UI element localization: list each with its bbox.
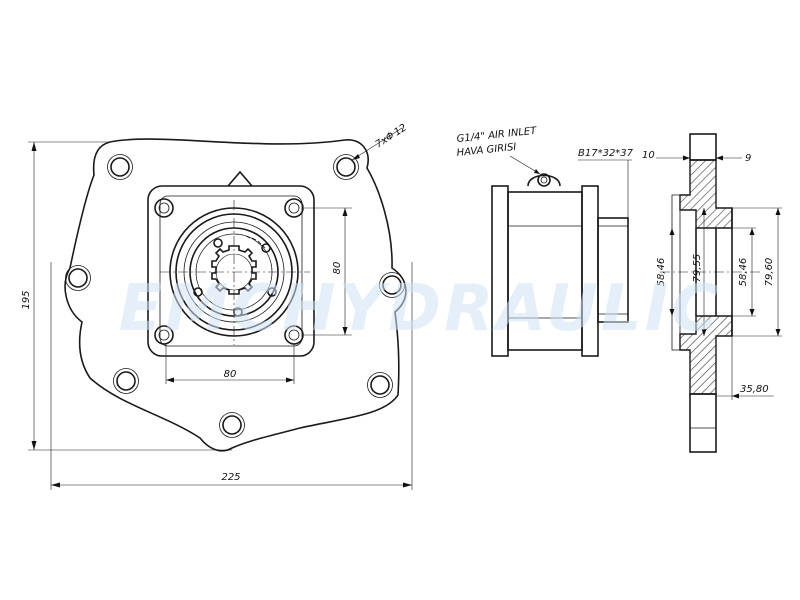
bolt-hole bbox=[107, 154, 133, 180]
dim-10: 10 bbox=[642, 150, 690, 161]
watermark-text: EMCHYDRAULIC bbox=[119, 272, 722, 346]
dim-square-vertical-label: 80 bbox=[332, 262, 343, 275]
dim-hole-leader: 7xΦ12 bbox=[351, 122, 409, 161]
housing-nose bbox=[227, 170, 253, 187]
dim-58-46-left-label: 58,46 bbox=[656, 258, 667, 287]
spline-label: B17*32*37 bbox=[578, 148, 634, 159]
dim-58-46-right-label: 58,46 bbox=[738, 258, 749, 287]
dim-79-60-label: 79,60 bbox=[764, 258, 775, 287]
section-flange-top bbox=[689, 133, 717, 161]
bolt-hole bbox=[333, 154, 359, 180]
dim-hole-size: 12 bbox=[392, 122, 409, 138]
dim-10-label: 10 bbox=[642, 150, 655, 161]
front-view: 225 195 80 80 bbox=[21, 122, 413, 490]
dim-79-60: 79,60 bbox=[732, 207, 782, 337]
dim-9: 9 bbox=[716, 153, 751, 164]
dim-9-label: 9 bbox=[745, 153, 751, 164]
bolt-hole bbox=[219, 412, 245, 438]
square-housing-inner bbox=[159, 195, 303, 347]
dim-35-80: 35,80 bbox=[716, 336, 774, 400]
bolt-hole bbox=[379, 272, 405, 298]
corner-hole bbox=[154, 325, 174, 345]
dim-79-55-label: 79,55 bbox=[692, 254, 703, 283]
dim-58-46-right: 58,46 bbox=[732, 227, 756, 317]
air-inlet-fitting bbox=[527, 173, 561, 187]
dim-height: 195 bbox=[21, 141, 232, 451]
corner-hole bbox=[284, 198, 304, 218]
square-housing-outer bbox=[147, 185, 315, 357]
side-shaft bbox=[597, 217, 629, 323]
flange-outline bbox=[64, 138, 407, 452]
dim-width: 225 bbox=[50, 262, 413, 490]
dim-58-46-left: 58,46 bbox=[656, 228, 675, 316]
bolt-hole bbox=[65, 265, 91, 291]
section-flange-bottom bbox=[689, 393, 717, 453]
dim-hole-label: 7xΦ12 bbox=[374, 122, 409, 150]
bolt-hole bbox=[367, 372, 393, 398]
dim-height-label: 195 bbox=[21, 290, 32, 309]
dim-square-horizontal-label: 80 bbox=[224, 369, 237, 380]
dim-79-55: 79,55 bbox=[692, 208, 707, 336]
corner-hole bbox=[154, 198, 174, 218]
dim-35-80-label: 35,80 bbox=[740, 384, 769, 395]
dim-square-horizontal: 80 bbox=[165, 344, 295, 384]
section-upper-hatch bbox=[679, 159, 733, 229]
air-inlet-label: G1/4" AIR INLET bbox=[456, 126, 538, 145]
section-view: 10 9 58,46 79,55 58,46 bbox=[642, 133, 782, 453]
dim-width-label: 225 bbox=[221, 472, 240, 483]
flange-bolt-holes bbox=[65, 154, 405, 438]
dim-square-vertical: 80 bbox=[304, 207, 352, 336]
bolt-hole bbox=[113, 368, 139, 394]
air-inlet-label-tr: HAVA GIRISI bbox=[456, 142, 517, 159]
